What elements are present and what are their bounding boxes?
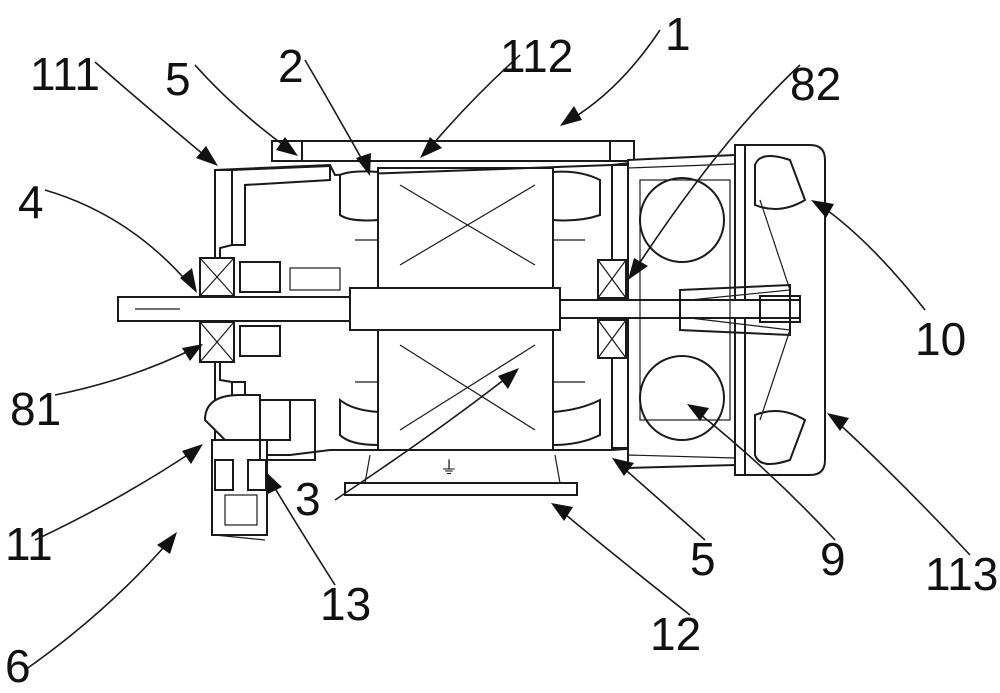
label-1: 1	[665, 8, 691, 60]
rear-bearing	[597, 259, 627, 359]
label-3: 3	[295, 473, 321, 525]
front-bearing	[199, 257, 341, 363]
tie-rod-top	[271, 140, 635, 162]
label-82: 82	[790, 58, 841, 110]
ground-symbol: ⏚	[440, 458, 458, 479]
cable-gland-assembly	[203, 394, 316, 541]
shaft-front	[117, 296, 351, 322]
label-9: 9	[820, 533, 846, 585]
label-81: 81	[10, 383, 61, 435]
internal-fan	[639, 177, 731, 441]
leader-lines	[24, 29, 971, 671]
label-12: 12	[650, 608, 701, 660]
label-10: 10	[915, 313, 966, 365]
mounting-foot: ⏚	[344, 454, 578, 496]
end-winding-left-upper	[339, 170, 379, 222]
terminal-block	[259, 399, 316, 461]
part-labels: 111 5 2 112 1 82 4 81 10 3 11 13 6 12 5 …	[5, 8, 998, 692]
label-5-bottom: 5	[690, 533, 716, 585]
label-113: 113	[925, 548, 998, 600]
end-winding-left-lower	[339, 397, 379, 447]
label-4: 4	[18, 176, 44, 228]
label-5-top: 5	[165, 53, 191, 105]
rotor-core	[349, 287, 561, 331]
label-13: 13	[320, 578, 371, 630]
label-111: 111	[30, 48, 100, 100]
label-112: 112	[500, 30, 573, 82]
stator	[339, 167, 601, 451]
fan-blade-lower	[639, 355, 725, 441]
end-winding-right-upper	[552, 170, 601, 222]
label-11: 11	[5, 518, 53, 570]
external-fan	[679, 155, 807, 465]
end-winding-right-lower	[552, 398, 601, 447]
fan-blade-upper	[639, 177, 725, 263]
label-2: 2	[278, 40, 304, 92]
label-6: 6	[5, 640, 31, 692]
cable-gland	[211, 439, 268, 536]
